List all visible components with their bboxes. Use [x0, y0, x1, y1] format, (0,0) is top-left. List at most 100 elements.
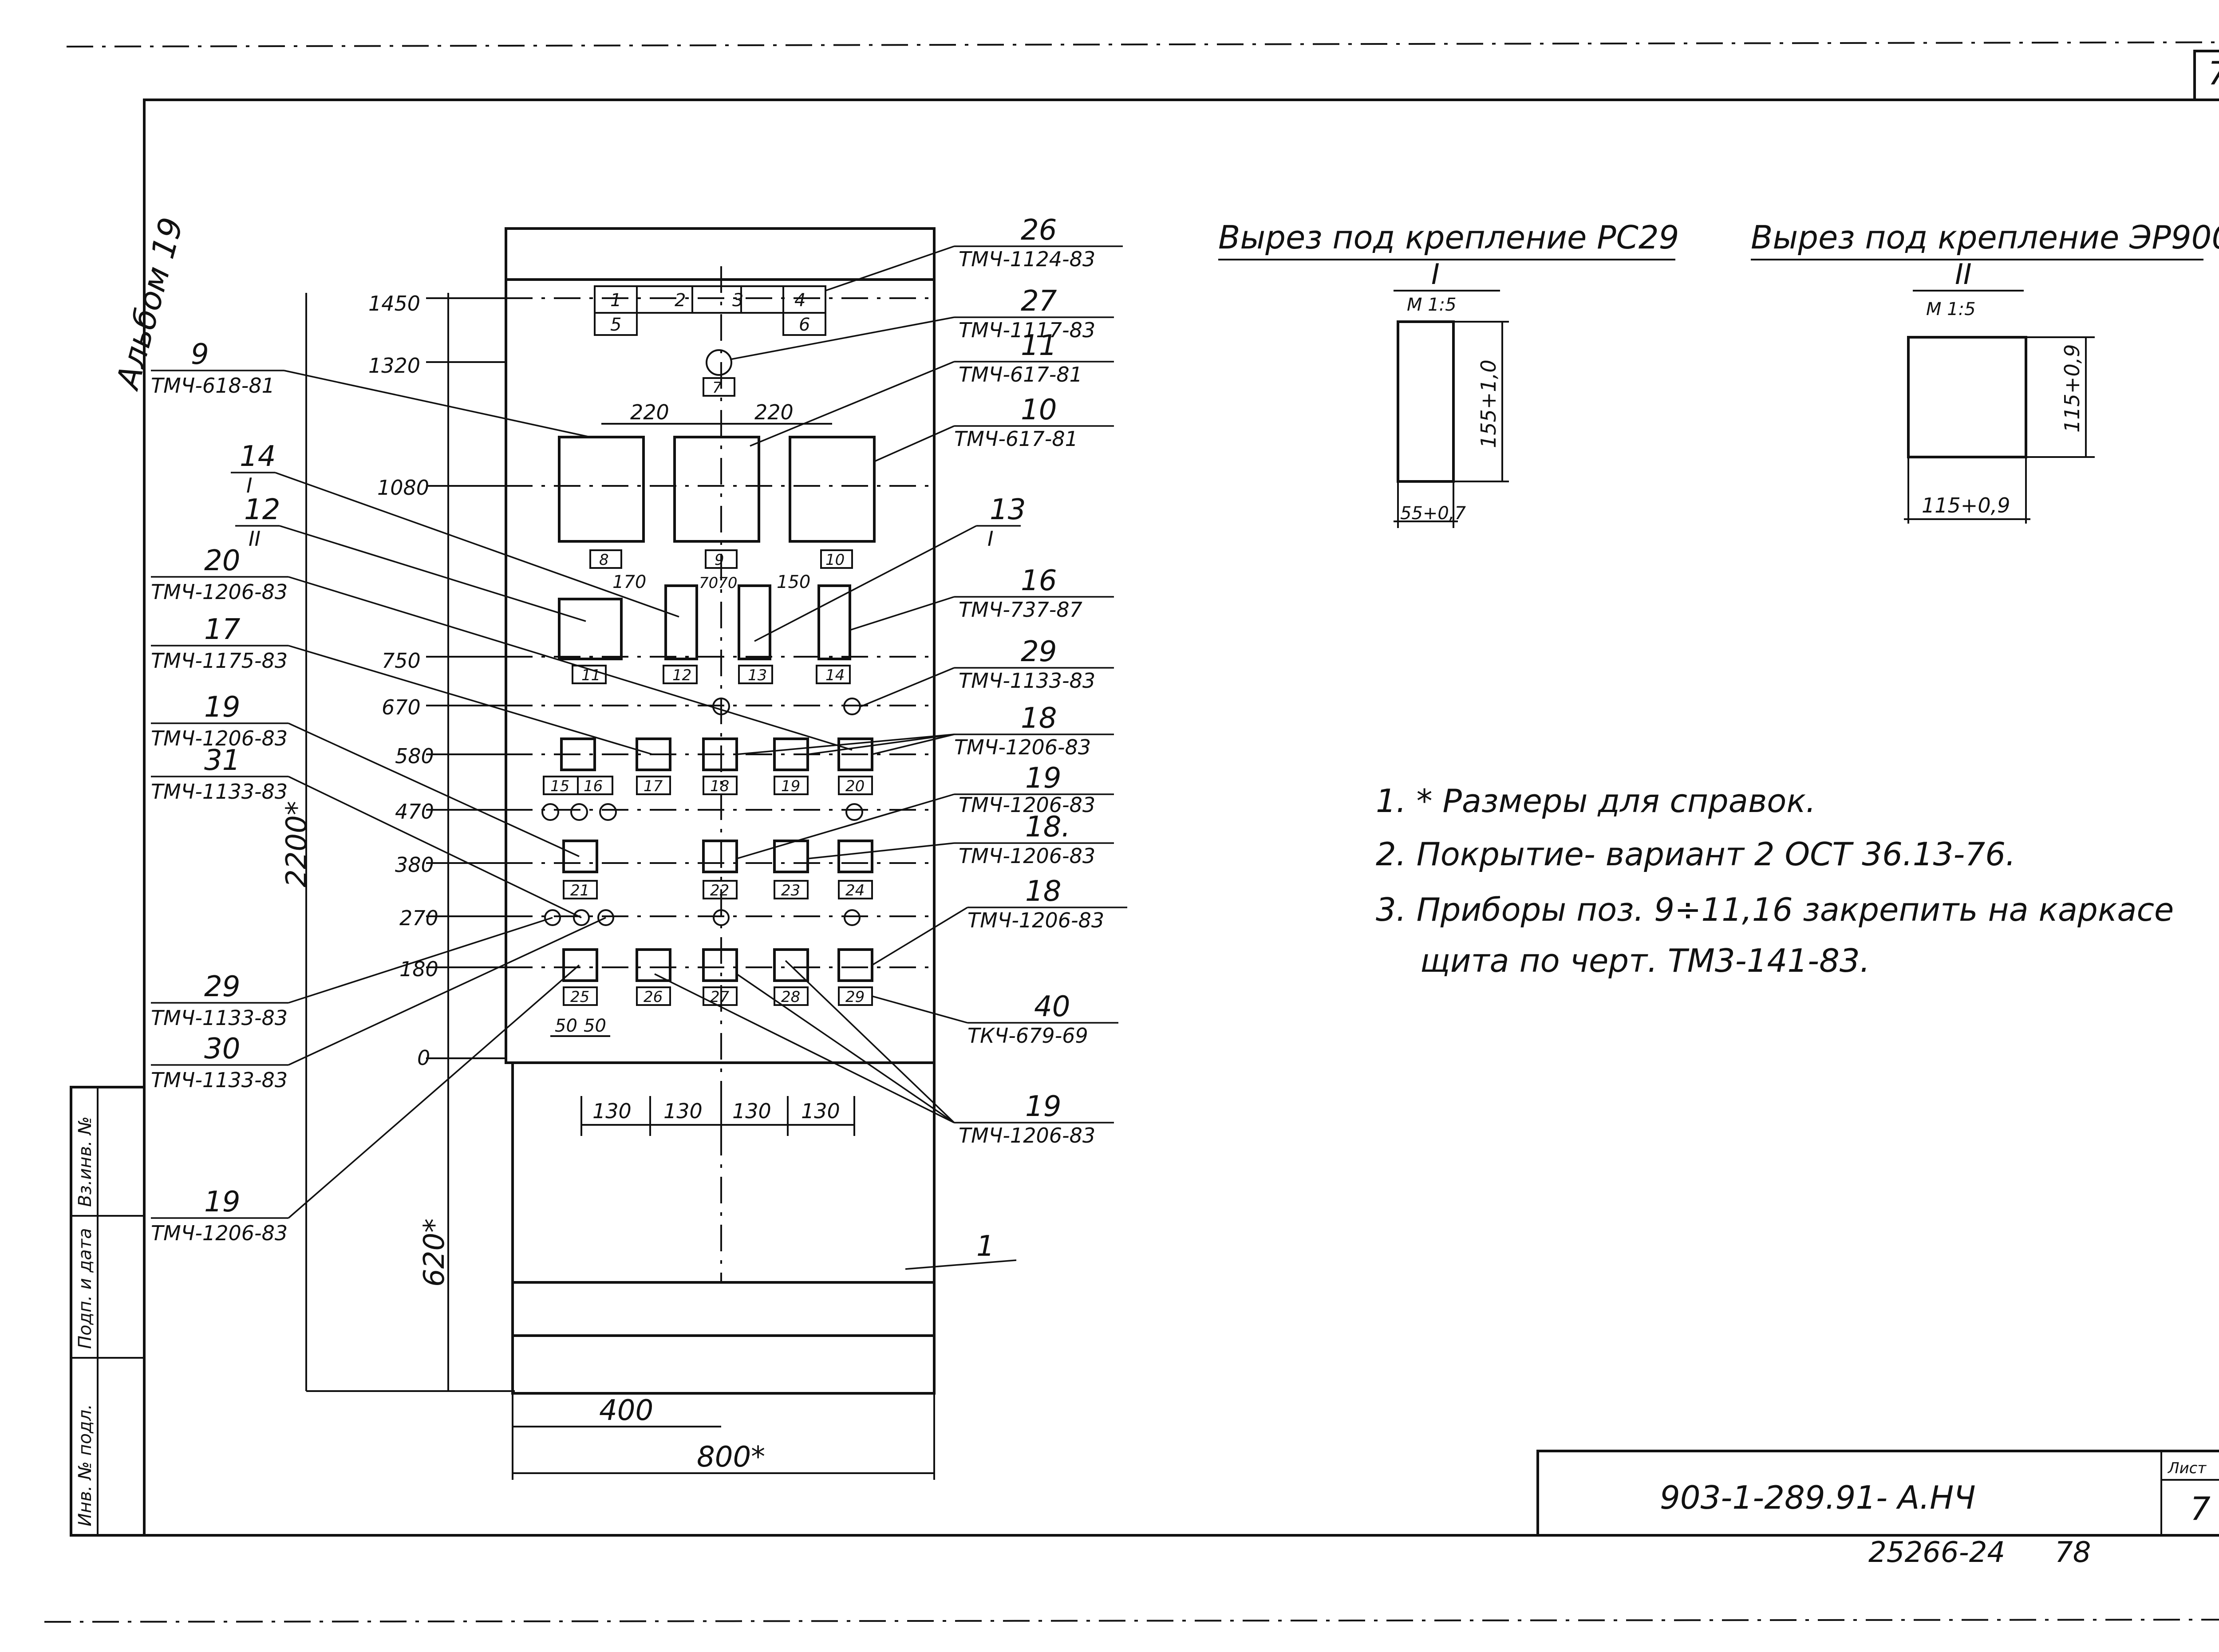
- note-2: 2. Покрытие- вариант 2 ОСТ 36.13-76.: [1376, 836, 2016, 873]
- svg-text:ТМЧ-1124-83: ТМЧ-1124-83: [959, 247, 1095, 271]
- svg-text:14: 14: [240, 440, 276, 473]
- svg-text:ТМЧ-1206-83: ТМЧ-1206-83: [151, 726, 288, 750]
- svg-text:13: 13: [748, 666, 767, 684]
- meter-10: [789, 436, 876, 543]
- svg-text:10: 10: [1021, 394, 1057, 426]
- page-number: 77: [2208, 55, 2219, 92]
- dim-130-b: 130: [663, 1099, 703, 1123]
- left-callouts: 9 ТМЧ-618-81 14 I 12 II 20 ТМЧ-1206-83 1…: [151, 338, 853, 1245]
- svg-text:ТМЧ-737-87: ТМЧ-737-87: [959, 598, 1082, 622]
- svg-text:ТМЧ-1206-83: ТМЧ-1206-83: [959, 793, 1095, 817]
- svg-text:14: 14: [825, 666, 845, 684]
- archive-sheet: 78: [2055, 1536, 2091, 1569]
- level-470: 470: [395, 800, 434, 824]
- svg-text:29: 29: [845, 988, 865, 1006]
- svg-text:I: I: [987, 527, 994, 551]
- svg-text:20: 20: [845, 777, 865, 795]
- svg-text:ТМЧ-1133-83: ТМЧ-1133-83: [959, 669, 1095, 693]
- level-1320: 1320: [368, 354, 420, 378]
- svg-text:17: 17: [644, 777, 663, 795]
- svg-text:10: 10: [825, 551, 845, 569]
- section2-mark: II: [1955, 258, 1972, 291]
- level-380: 380: [395, 853, 434, 877]
- dim-130-c: 130: [732, 1099, 771, 1123]
- cutout-er9000: [1907, 336, 2027, 458]
- svg-text:ТМЧ-1133-83: ТМЧ-1133-83: [151, 1068, 288, 1092]
- box-4: 4: [794, 290, 805, 311]
- svg-text:21: 21: [570, 882, 589, 899]
- svg-text:16: 16: [1021, 564, 1057, 597]
- note-1: 1. * Размеры для справок.: [1376, 782, 1816, 820]
- svg-text:ТМЧ-1206-83: ТМЧ-1206-83: [959, 1124, 1095, 1147]
- svg-text:16: 16: [584, 777, 603, 795]
- dim-50-b: 50: [584, 1016, 606, 1036]
- dim-base-height: 620*: [418, 1218, 451, 1287]
- svg-text:ТМЧ-1133-83: ТМЧ-1133-83: [151, 780, 288, 804]
- drawing-frame: [143, 99, 2219, 1537]
- svg-text:ТМЧ-1206-83: ТМЧ-1206-83: [151, 1221, 288, 1245]
- dim-170: 170: [612, 572, 646, 592]
- svg-text:19: 19: [781, 777, 800, 795]
- dim-150: 150: [777, 572, 810, 592]
- right-callouts: 26 ТМЧ-1124-83 27 ТМЧ-1117-83 11 ТМЧ-617…: [654, 214, 1127, 1147]
- doc-code: 903-1-289.91- А.НЧ: [1660, 1479, 1976, 1516]
- svg-text:20: 20: [204, 544, 240, 577]
- box-3: 3: [732, 290, 743, 311]
- box-6: 6: [799, 315, 810, 335]
- callout-left-code: ТМЧ-618-81: [151, 374, 275, 398]
- svg-text:15: 15: [550, 777, 569, 795]
- box-5: 5: [610, 315, 621, 335]
- level-580: 580: [395, 744, 434, 768]
- stamp-inv-no: Инв. № подл.: [75, 1404, 95, 1526]
- svg-text:12: 12: [244, 493, 280, 526]
- svg-text:23: 23: [781, 882, 800, 899]
- section2-height: 115+0,9: [2060, 344, 2084, 433]
- svg-text:31: 31: [204, 744, 240, 777]
- section-cutout-rs29: Вырез под крепление РС29 I М 1:5 155+1,0…: [1218, 219, 1679, 528]
- svg-text:12: 12: [672, 666, 691, 684]
- dim-220-b: 220: [754, 400, 794, 424]
- dim-total-height: 2200*: [280, 801, 313, 887]
- section1-scale: М 1:5: [1407, 295, 1457, 315]
- top-trim-line: [66, 41, 2219, 47]
- bottom-trim-line: [44, 1619, 2219, 1623]
- section2-scale: М 1:5: [1926, 299, 1976, 319]
- panel-front: [505, 227, 936, 1064]
- svg-text:II: II: [249, 527, 261, 551]
- panel-base: [511, 1061, 936, 1395]
- section1-mark: I: [1431, 258, 1440, 291]
- svg-text:29: 29: [204, 970, 240, 1003]
- svg-text:18: 18: [1025, 875, 1061, 908]
- lamp-7: [706, 349, 732, 376]
- meter-9: [673, 436, 760, 543]
- svg-text:18: 18: [1021, 702, 1057, 735]
- svg-text:30: 30: [204, 1033, 240, 1065]
- level-270: 270: [399, 906, 438, 930]
- svg-text:ТМЧ-1175-83: ТМЧ-1175-83: [151, 649, 288, 673]
- svg-text:ТМЧ-1117-83: ТМЧ-1117-83: [959, 318, 1095, 342]
- svg-text:29: 29: [1021, 635, 1057, 668]
- stamp-sign-date: Подп. и дата: [75, 1228, 95, 1349]
- svg-text:24: 24: [845, 882, 865, 899]
- section1-height: 155+1,0: [1477, 360, 1500, 449]
- section1-width: 55+0,7: [1400, 503, 1466, 524]
- note-3-cont: щита по черт. ТМ3-141-83.: [1420, 942, 1870, 979]
- meter-8: [558, 436, 645, 543]
- svg-text:28: 28: [781, 988, 800, 1006]
- archive-number: 25266-24: [1868, 1536, 2005, 1569]
- box-1: 1: [610, 290, 621, 311]
- box-2: 2: [675, 290, 686, 311]
- stamp-vz-inv: Вз.инв. №: [75, 1116, 95, 1207]
- panel-drawing: 1: [505, 227, 1017, 1395]
- page-number-box: [2193, 50, 2219, 101]
- svg-text:8: 8: [599, 551, 609, 569]
- svg-text:ТМЧ-1206-83: ТМЧ-1206-83: [959, 844, 1095, 868]
- pitch-dims: 130 130 130 130 400 800*: [512, 1096, 935, 1480]
- dim-220-a: 220: [630, 400, 669, 424]
- svg-text:19: 19: [1025, 762, 1061, 795]
- dim-800: 800*: [697, 1441, 765, 1474]
- switches-row-380: 21 22 23 24: [562, 840, 873, 899]
- note-3: 3. Приборы поз. 9÷11,16 закрепить на кар…: [1376, 891, 2174, 928]
- svg-text:27: 27: [1021, 285, 1057, 318]
